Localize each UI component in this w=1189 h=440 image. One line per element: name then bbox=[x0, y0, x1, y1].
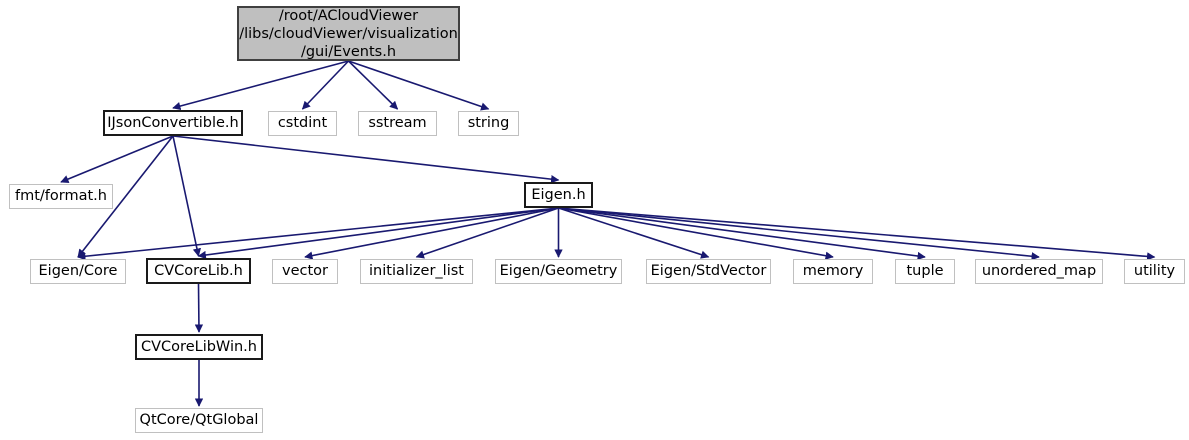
graph-node-unorderedmap[interactable]: unordered_map bbox=[975, 259, 1103, 284]
graph-node-label: tuple bbox=[906, 263, 944, 279]
graph-edge-eigen-to-utility bbox=[558, 207, 1156, 261]
graph-node-qtcoreqtglobal[interactable]: QtCore/QtGlobal bbox=[135, 408, 263, 433]
graph-node-label: utility bbox=[1133, 263, 1176, 279]
graph-node-label: memory bbox=[802, 263, 864, 279]
graph-node-label: cstdint bbox=[277, 115, 328, 131]
graph-edge-eigen-to-cvcorelib bbox=[197, 207, 559, 260]
graph-node-label: Eigen/Geometry bbox=[499, 263, 618, 279]
graph-node-ijsonconvertible[interactable]: IJsonConvertible.h bbox=[103, 110, 243, 136]
graph-node-string[interactable]: string bbox=[458, 111, 519, 136]
graph-node-label: unordered_map bbox=[981, 263, 1097, 279]
graph-edge-eigen-to-unorderedmap bbox=[558, 207, 1040, 261]
graph-node-label: CVCoreLibWin.h bbox=[141, 338, 257, 355]
graph-node-eigenstdvector[interactable]: Eigen/StdVector bbox=[646, 259, 771, 284]
graph-edge-eigen-to-vector bbox=[304, 207, 559, 260]
graph-node-label: sstream bbox=[368, 115, 427, 131]
graph-node-fmtformat[interactable]: fmt/format.h bbox=[9, 184, 113, 209]
graph-node-eigencore[interactable]: Eigen/Core bbox=[30, 259, 126, 284]
graph-edge-eigen-to-eigencore bbox=[77, 207, 559, 261]
graph-node-label: CVCoreLib.h bbox=[154, 262, 243, 279]
graph-node-label: vector bbox=[282, 263, 328, 279]
graph-node-vector[interactable]: vector bbox=[272, 259, 338, 284]
graph-edge-events-to-ijsonconvertible bbox=[172, 60, 349, 111]
graph-node-label: Eigen.h bbox=[531, 186, 586, 203]
graph-node-memory[interactable]: memory bbox=[793, 259, 873, 284]
graph-edge-eigen-to-memory bbox=[558, 207, 834, 260]
graph-node-label: Eigen/StdVector bbox=[650, 263, 767, 279]
graph-node-cstdint[interactable]: cstdint bbox=[268, 111, 337, 136]
graph-edge-ijsonconvertible-to-cvcorelib bbox=[172, 135, 202, 257]
graph-edge-ijsonconvertible-to-fmtformat bbox=[60, 135, 174, 184]
graph-edge-events-to-sstream bbox=[347, 60, 399, 110]
graph-edge-eigen-to-initializerlist bbox=[415, 207, 559, 259]
graph-node-label: fmt/format.h bbox=[15, 188, 107, 204]
graph-node-eigen[interactable]: Eigen.h bbox=[524, 182, 593, 208]
graph-node-sstream[interactable]: sstream bbox=[358, 111, 437, 136]
graph-node-eigengeometry[interactable]: Eigen/Geometry bbox=[495, 259, 622, 284]
graph-node-label: string bbox=[467, 115, 510, 131]
graph-node-cvcorelibwin[interactable]: CVCoreLibWin.h bbox=[135, 334, 263, 360]
graph-node-utility[interactable]: utility bbox=[1124, 259, 1185, 284]
graph-node-label: IJsonConvertible.h bbox=[107, 114, 239, 131]
graph-edge-events-to-string bbox=[348, 60, 490, 111]
graph-node-label: initializer_list bbox=[369, 263, 464, 279]
graph-node-tuple[interactable]: tuple bbox=[895, 259, 955, 284]
graph-node-events: /root/ACloudViewer /libs/cloudViewer/vis… bbox=[237, 6, 460, 61]
graph-edge-eigen-to-tuple bbox=[558, 207, 926, 261]
graph-node-initializerlist[interactable]: initializer_list bbox=[360, 259, 473, 284]
graph-edge-cvcorelib-to-cvcorelibwin bbox=[194, 283, 204, 333]
graph-edge-eigen-to-eigenstdvector bbox=[558, 207, 710, 259]
graph-node-label: Eigen/Core bbox=[38, 263, 118, 279]
graph-node-label: QtCore/QtGlobal bbox=[139, 412, 259, 428]
graph-edge-events-to-cstdint bbox=[301, 60, 350, 110]
graph-node-cvcorelib[interactable]: CVCoreLib.h bbox=[146, 258, 251, 284]
graph-node-label: /root/ACloudViewer /libs/cloudViewer/vis… bbox=[239, 7, 458, 60]
graph-edge-ijsonconvertible-to-eigen bbox=[172, 135, 560, 184]
